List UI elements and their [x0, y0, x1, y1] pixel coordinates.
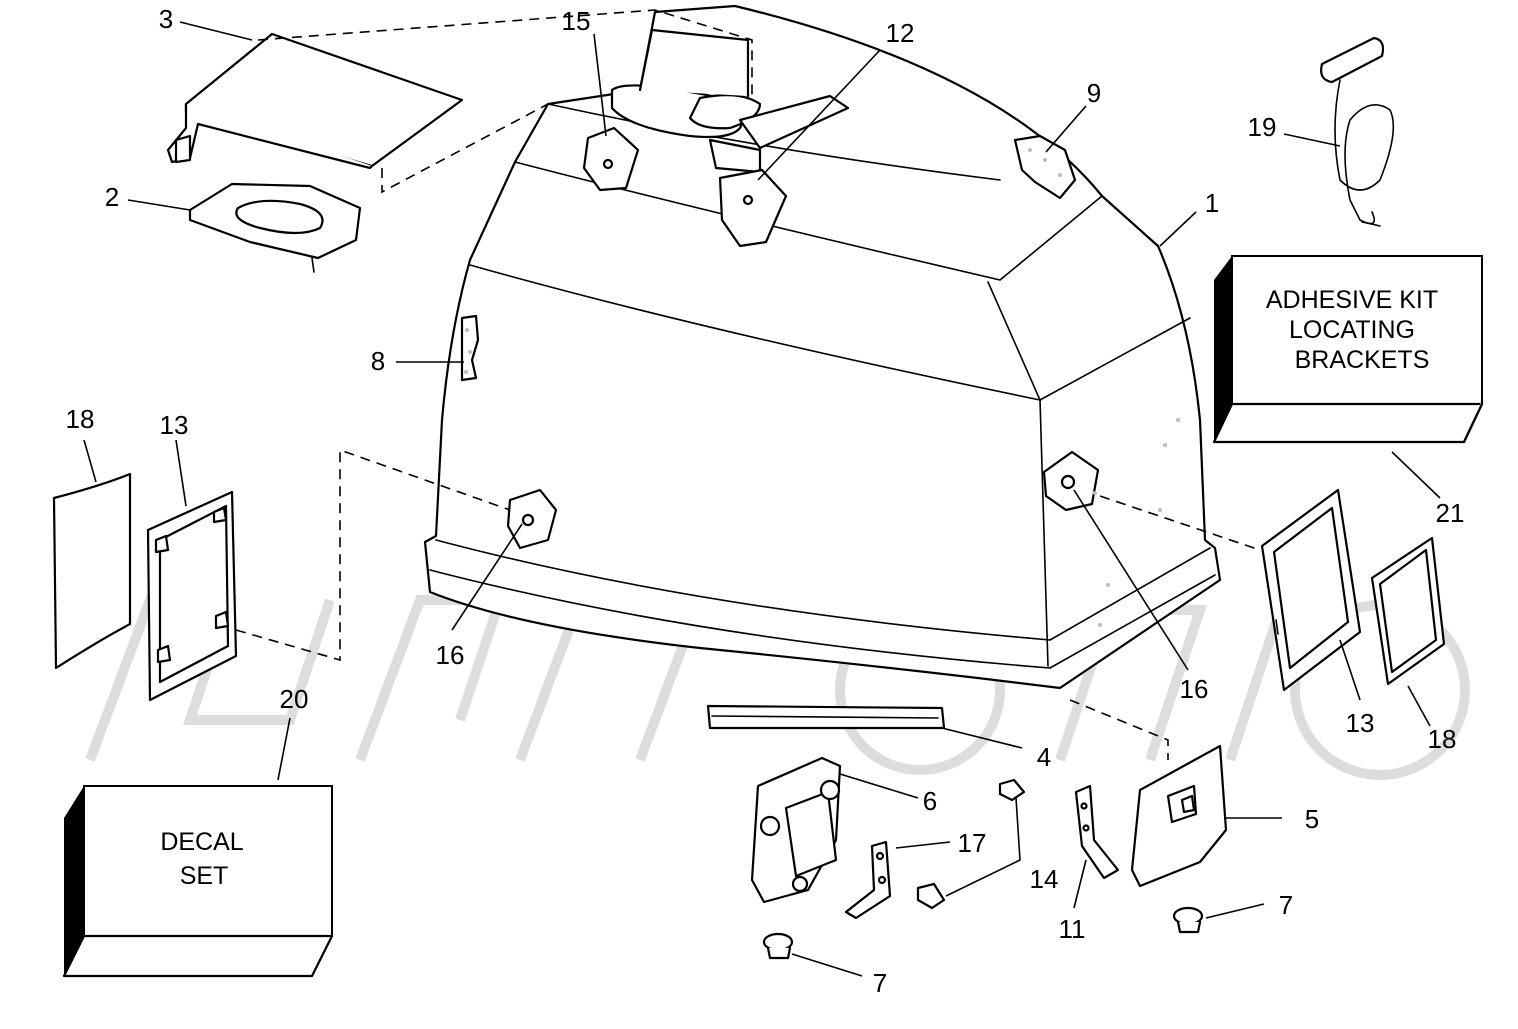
callout-9: 9 [1087, 78, 1101, 108]
callout-13-left: 13 [160, 410, 189, 440]
callout-6: 6 [923, 786, 937, 816]
adhesive-kit-line2: LOCATING [1289, 316, 1415, 344]
callout-5: 5 [1305, 804, 1319, 834]
callout-7-left: 7 [873, 968, 887, 998]
cover-plate-5 [1130, 744, 1228, 888]
callout-1: 1 [1205, 188, 1219, 218]
gasket-frame-right [1260, 488, 1362, 692]
callout-numbers: 3 2 15 12 9 1 19 8 18 13 20 21 16 16 13 … [66, 4, 1465, 998]
callout-16-right: 16 [1180, 674, 1209, 704]
screw-14-upper [998, 778, 1026, 802]
callout-3: 3 [159, 4, 173, 34]
callout-21: 21 [1436, 498, 1465, 528]
adhesive-kit-line1: ADHESIVE KIT [1266, 286, 1438, 314]
callout-18-left: 18 [66, 404, 95, 434]
grommet-7-left [762, 932, 794, 960]
leader-lines [83, 21, 1441, 977]
gasket-frame-left [146, 490, 238, 702]
top-cover [166, 32, 464, 170]
callout-17: 17 [958, 828, 987, 858]
callout-14: 14 [1030, 864, 1059, 894]
intake-seal [188, 182, 362, 273]
motor-cover-cowl [423, 4, 1222, 690]
decal-set-line1: DECAL [160, 828, 243, 856]
wire-harness [1320, 36, 1395, 227]
decal-right [1370, 536, 1446, 686]
clip-17 [844, 840, 892, 920]
grommet-7-right [1172, 906, 1204, 934]
callout-2: 2 [105, 182, 119, 212]
callout-19: 19 [1248, 112, 1277, 142]
assembly-guide-lines [235, 9, 1261, 760]
callout-12: 12 [886, 18, 915, 48]
callout-15: 15 [562, 6, 591, 36]
screw-14-lower [916, 882, 946, 910]
callout-4: 4 [1037, 742, 1051, 772]
callout-16-left: 16 [436, 640, 465, 670]
callout-13-right: 13 [1346, 708, 1375, 738]
adhesive-kit-line3: BRACKETS [1295, 346, 1430, 374]
adhesive-kit-box: ADHESIVE KIT LOCATING BRACKETS [1212, 255, 1484, 444]
callout-20: 20 [280, 684, 309, 714]
decal-set-line2: SET [180, 862, 229, 890]
clip-11 [1074, 784, 1120, 880]
shift-bracket [750, 756, 842, 904]
callout-7-right: 7 [1279, 890, 1293, 920]
callout-8: 8 [371, 346, 385, 376]
rubber-strip [706, 704, 946, 730]
callout-18-right: 18 [1428, 724, 1457, 754]
decal-set-box: DECAL SET [62, 785, 334, 978]
decal-left [52, 472, 132, 670]
callout-11: 11 [1059, 914, 1086, 944]
